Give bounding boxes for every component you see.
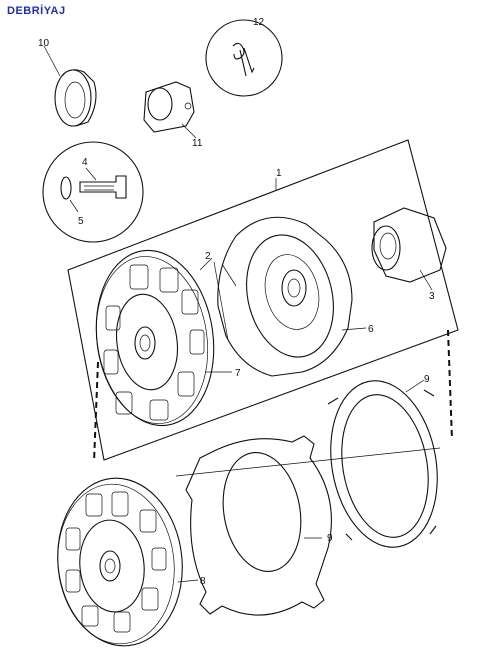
- page-title: DEBRİYAJ: [7, 5, 66, 17]
- callout-1: 1: [276, 168, 282, 179]
- callout-9b: 9: [327, 533, 333, 544]
- part-8-clutch-disc: [57, 477, 199, 647]
- callout-3: 3: [429, 291, 435, 302]
- part-2-leaders: [199, 257, 213, 271]
- part-4-5-circle: [42, 141, 144, 243]
- callout-4: 4: [82, 157, 88, 168]
- callout-12: 12: [253, 17, 265, 28]
- part-6-pressure-plate: [213, 216, 367, 377]
- dashed-links: [93, 329, 453, 477]
- callout-8: 8: [200, 576, 206, 587]
- assembly-1-frame: [67, 139, 459, 461]
- part-12-circle: [205, 19, 283, 97]
- part-11-sleeve: [143, 81, 197, 139]
- callout-11: 11: [192, 138, 203, 149]
- callout-6: 6: [368, 324, 374, 335]
- callout-5: 5: [78, 216, 84, 227]
- part-10-seal: [43, 45, 97, 127]
- part-7-clutch-disc: [95, 249, 232, 427]
- part-9b-ring: [185, 435, 332, 616]
- part-9a-ring: [327, 379, 438, 548]
- callout-2: 2: [205, 251, 211, 262]
- callout-labels: 1 2 3 4 5 6 7 8 9 9 10 11 12: [38, 17, 435, 587]
- part-3-release-bearing: [371, 207, 447, 291]
- callout-10: 10: [38, 38, 50, 49]
- callout-9a: 9: [424, 374, 430, 385]
- callout-7: 7: [235, 368, 241, 379]
